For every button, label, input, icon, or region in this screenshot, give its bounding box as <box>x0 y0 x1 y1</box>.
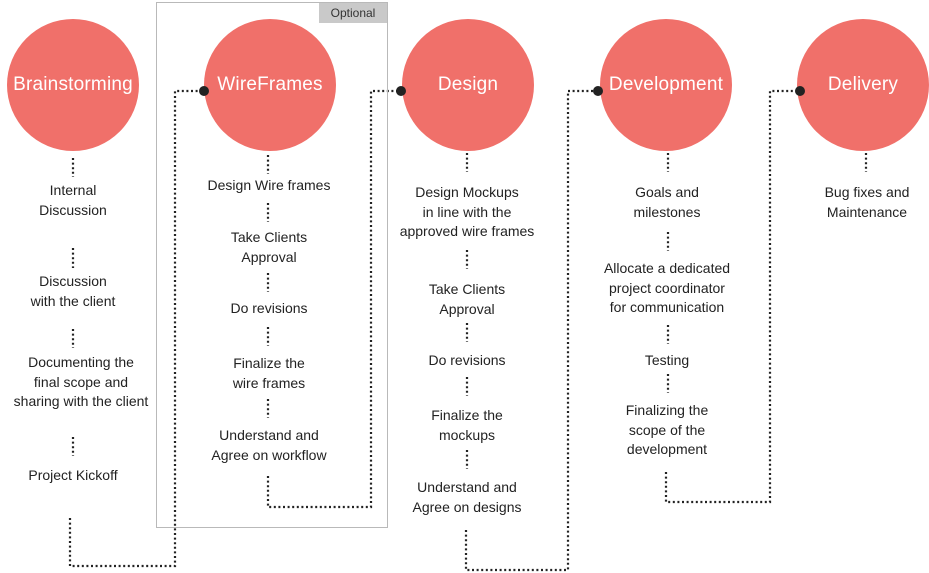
step-brainstorming-2: Discussion with the client <box>0 272 173 311</box>
optional-tag: Optional <box>319 3 387 23</box>
phase-title: Brainstorming <box>13 74 133 95</box>
phase-circle-design: Design <box>402 19 534 151</box>
step-line: Bug fixes and <box>824 184 910 200</box>
step-line: wire frames <box>232 374 306 391</box>
step-line: Discussion <box>39 273 107 289</box>
optional-group-box: Optional <box>156 2 388 528</box>
step-line: Approval <box>439 300 495 317</box>
step-line: sharing with the client <box>13 393 149 409</box>
connector-dot <box>593 86 603 96</box>
step-line: milestones <box>633 203 701 220</box>
step-line: Testing <box>644 352 690 368</box>
phase-title: WireFrames <box>217 74 323 95</box>
step-brainstorming-3: Documenting the final scope and sharing wi… <box>0 353 181 412</box>
step-line: Agree on designs <box>412 498 522 515</box>
step-line: Approval <box>241 248 297 265</box>
step-line: Design Mockups <box>415 184 519 200</box>
step-wireframes-1: Design Wire frames <box>169 176 369 196</box>
step-line: Discussion <box>39 201 107 218</box>
step-line: Design Wire frames <box>207 177 331 193</box>
step-line: Goals and <box>635 184 699 200</box>
step-design-3: Do revisions <box>367 351 567 371</box>
step-wireframes-4: Finalize the wire frames <box>169 354 369 393</box>
step-line: Agree on workflow <box>211 446 327 463</box>
step-line: Documenting the <box>28 354 134 370</box>
phase-title: Delivery <box>827 74 899 95</box>
step-line: Do revisions <box>230 300 308 316</box>
step-line: Internal <box>49 182 97 198</box>
step-development-1: Goals and milestones <box>567 183 767 222</box>
step-development-4: Finalizing the scope of the development <box>567 401 767 460</box>
step-line: Take Clients <box>428 281 506 297</box>
phase-title: Development <box>608 74 724 95</box>
phase-connector <box>68 89 204 568</box>
step-line: approved wire frames <box>399 223 535 239</box>
step-line: Finalizing the <box>625 402 709 418</box>
step-line: Understand and <box>219 427 319 443</box>
step-line: development <box>626 441 708 457</box>
connector-dot <box>199 86 209 96</box>
step-line: final scope and <box>33 373 129 390</box>
step-line: Finalize the <box>233 355 305 371</box>
step-line: scope of the <box>628 421 706 438</box>
step-development-3: Testing <box>567 351 767 371</box>
phase-connector <box>664 89 800 504</box>
phase-connector <box>266 89 401 509</box>
step-line: Allocate a dedicated <box>603 260 731 276</box>
step-line: Take Clients <box>230 229 308 245</box>
step-line: for communication <box>609 299 725 315</box>
step-line: Finalize the <box>431 407 503 423</box>
phase-title: Design <box>437 74 499 95</box>
step-line: in line with the <box>422 203 512 220</box>
phase-circle-delivery: Delivery <box>797 19 929 151</box>
step-design-1: Design Mockups in line with the approved w… <box>367 183 567 242</box>
step-line: mockups <box>438 426 496 443</box>
step-line: Do revisions <box>428 352 506 368</box>
phase-circle-development: Development <box>600 19 732 151</box>
step-design-4: Finalize the mockups <box>367 406 567 445</box>
connector-dot <box>396 86 406 96</box>
step-line: Maintenance <box>826 203 908 220</box>
phase-circle-brainstorming: Brainstorming <box>7 19 139 151</box>
step-development-2: Allocate a dedicated project coordinator f… <box>567 259 767 318</box>
step-brainstorming-4: Project Kickoff <box>0 466 173 486</box>
step-line: with the client <box>30 292 116 309</box>
step-line: Project Kickoff <box>28 467 118 483</box>
step-wireframes-3: Do revisions <box>169 299 369 319</box>
phase-circle-wireframes: WireFrames <box>204 19 336 151</box>
step-line: Understand and <box>417 479 517 495</box>
step-line: project coordinator <box>609 279 725 296</box>
connector-dot <box>795 86 805 96</box>
phase-connector <box>464 89 598 572</box>
